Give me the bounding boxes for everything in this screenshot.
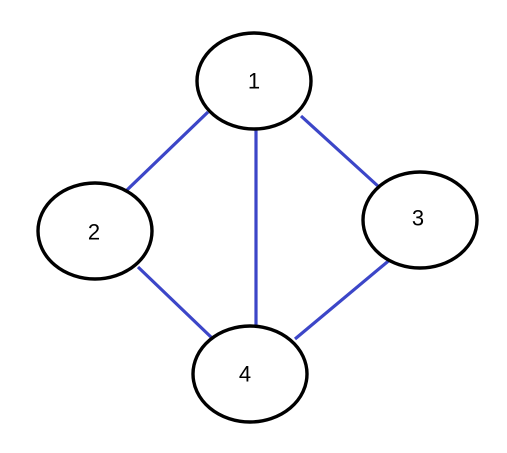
- node-3-ellipse: [361, 170, 479, 270]
- node-1-label: 1: [248, 69, 260, 94]
- node-2-label: 2: [88, 220, 100, 245]
- node-2: 2: [36, 181, 154, 281]
- node-3: 3: [361, 170, 479, 270]
- edge-1-2: [125, 110, 210, 192]
- edge-3-4: [293, 256, 394, 341]
- node-3-label: 3: [412, 206, 424, 231]
- node-1-ellipse: [195, 31, 313, 131]
- node-1: 1: [195, 31, 313, 131]
- node-4-label: 4: [239, 362, 251, 387]
- node-4-ellipse: [191, 324, 309, 424]
- edge-1-3: [299, 114, 381, 189]
- node-2-ellipse: [36, 181, 154, 281]
- node-4: 4: [191, 324, 309, 424]
- edges-layer: [125, 110, 394, 341]
- nodes-layer: 1 2 3 4: [36, 31, 479, 424]
- edge-2-4: [136, 265, 214, 340]
